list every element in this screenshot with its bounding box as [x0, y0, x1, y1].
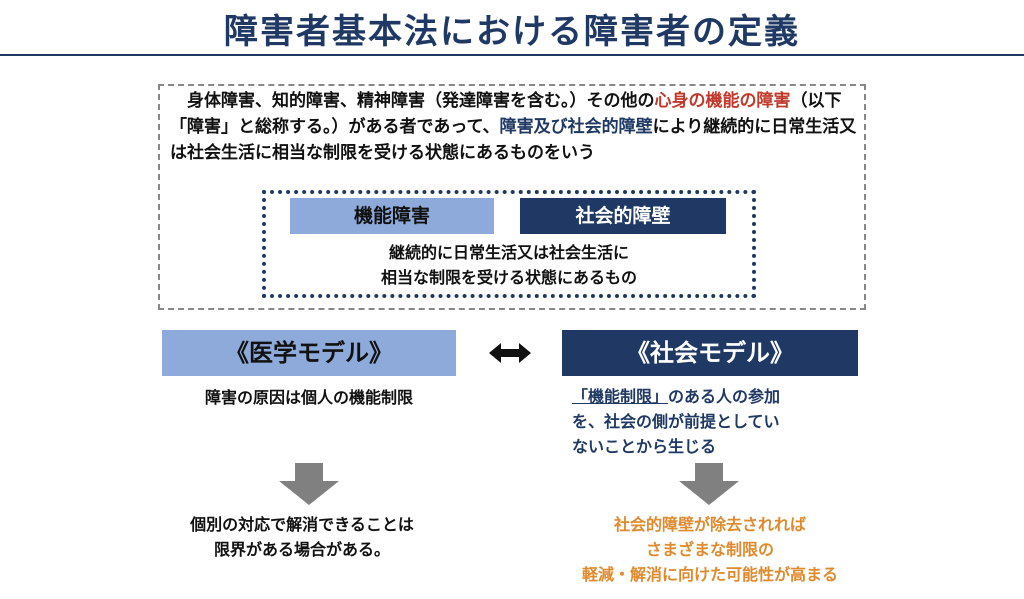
title-underline: [0, 54, 1024, 56]
summary-dotted-box: [262, 190, 756, 298]
social-result-line-2: さまざまな制限の: [645, 540, 774, 559]
summary-text: 継続的に日常生活又は社会生活に 相当な制限を受ける状態にあるもの: [266, 240, 752, 290]
down-arrow-icon-medical: [279, 463, 339, 505]
double-arrow-icon: [489, 343, 531, 363]
functional-impairment-badge: 機能障害: [290, 198, 494, 234]
definition-text: 身体障害、知的障害、精神障害（発達障害を含む。）その他の心身の機能の障害（以下「…: [170, 88, 860, 166]
medical-model-cause: 障害の原因は個人の機能制限: [204, 388, 413, 407]
social-result-line-3: 軽減・解消に向けた可能性が高まる: [581, 565, 838, 584]
down-arrow-icon-social: [679, 463, 739, 505]
medical-model-result: 個別の対応で解消できることは 限界がある場合がある。: [142, 512, 462, 562]
social-result-line-1: 社会的障壁が除去されれば: [613, 515, 806, 534]
medical-model-box: 《医学モデル》: [162, 330, 456, 376]
summary-line-2: 相当な制限を受ける状態にあるもの: [380, 268, 637, 287]
definition-highlight-mind-body: 心身の機能の障害: [654, 91, 791, 111]
definition-highlight-social-barrier: 障害及び社会的障壁: [499, 117, 653, 137]
definition-part-1: 身体障害、知的障害、精神障害（発達障害を含む。）その他の: [170, 91, 655, 111]
social-cause-line-1-rest: のある人の参加: [668, 387, 781, 406]
social-model-box: 《社会モデル》: [562, 330, 858, 376]
definition-part-3: により継続的に日常生活又は社会生活に相当な制限を受ける状態にあるものをいう: [170, 117, 857, 163]
social-model-result: 社会的障壁が除去されれば さまざまな制限の 軽減・解消に向けた可能性が高まる: [540, 512, 880, 587]
social-model-cause: 「機能制限」のある人の参加 を、社会の側が前提としてい ないことから生じる: [572, 384, 862, 459]
social-cause-line-1: 「機能制限」のある人の参加: [572, 384, 862, 409]
social-barrier-badge: 社会的障壁: [520, 198, 726, 234]
social-cause-line-3: ないことから生じる: [572, 437, 717, 456]
page-title: 障害者基本法における障害者の定義: [224, 12, 800, 52]
definition-dashed-box: [158, 84, 866, 310]
medical-result-line-2: 限界がある場合がある。: [213, 540, 390, 559]
social-cause-line-2: を、社会の側が前提としてい: [572, 412, 780, 431]
definition-part-2: （以下「障害」と総称する。）がある者であって、: [170, 91, 842, 137]
functional-limit-underlined: 「機能制限」: [572, 387, 669, 406]
medical-result-line-1: 個別の対応で解消できることは: [190, 515, 414, 534]
summary-line-1: 継続的に日常生活又は社会生活に: [388, 243, 629, 262]
